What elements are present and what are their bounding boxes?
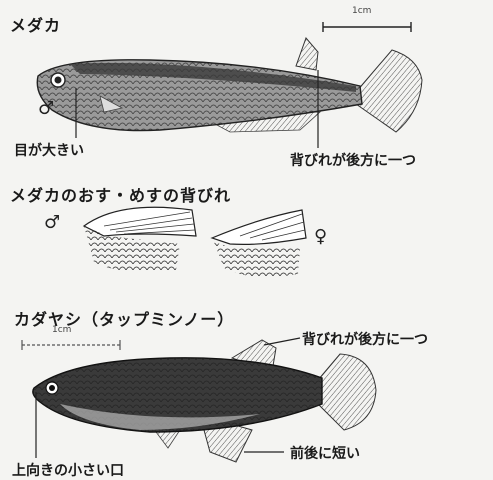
medaka-scale-label: 1cm — [352, 6, 371, 16]
fins-female-symbol: ♀ — [314, 226, 327, 247]
medaka-eye-label: 目が大きい — [14, 140, 84, 160]
female-dorsal-fin-illustration — [212, 210, 306, 277]
kadayashi-scale-label: 1cm — [52, 325, 71, 335]
medaka-dorsal-label: 背びれが後方に一つ — [290, 150, 416, 170]
kadayashi-dorsal-pointer-line — [264, 338, 300, 345]
kadayashi-dorsal-label: 背びれが後方に一つ — [302, 329, 428, 349]
medaka-tail-fin — [356, 50, 422, 132]
kadayashi-tail-fin — [318, 354, 376, 430]
medaka-scale-bar — [323, 22, 411, 32]
medaka-male-symbol: ♂ — [38, 98, 54, 119]
medaka-title: メダカ — [10, 12, 61, 36]
male-dorsal-fin-illustration — [84, 207, 196, 272]
kadayashi-fins-label: 前後に短い — [290, 443, 360, 463]
kadayashi-scale-bar — [22, 340, 120, 350]
medaka-dorsal-fin — [296, 38, 318, 70]
fins-title: メダカのおす・めすの背びれ — [10, 182, 231, 206]
medaka-illustration — [37, 22, 422, 148]
kadayashi-mouth-label: 上向きの小さい口 — [12, 460, 124, 480]
kadayashi-title: カダヤシ（タップミンノー） — [14, 306, 234, 330]
fins-male-symbol: ♂ — [44, 212, 60, 233]
